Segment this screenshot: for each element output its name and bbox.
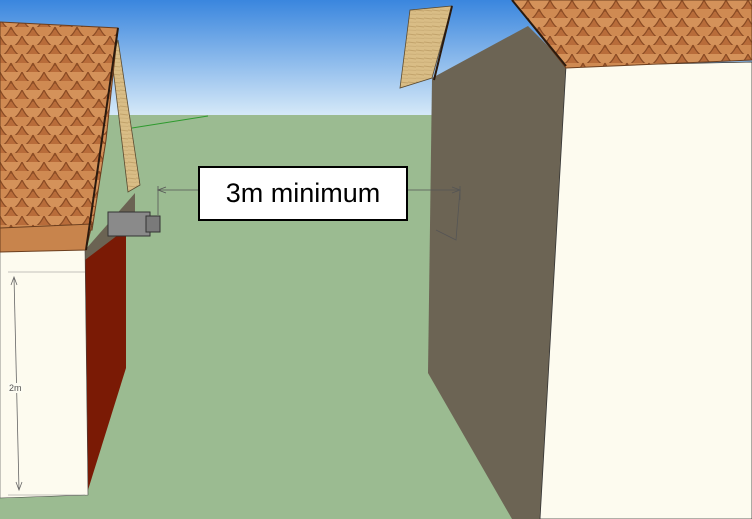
security-camera [108,212,160,236]
height-label: 2m [8,383,23,393]
camera-body [108,212,150,236]
right-house-front-wall [540,62,752,519]
camera-lens [146,216,160,232]
spacing-label: 3m minimum [226,178,381,209]
spacing-callout: 3m minimum [198,166,408,221]
left-house-front-wall [0,250,88,498]
